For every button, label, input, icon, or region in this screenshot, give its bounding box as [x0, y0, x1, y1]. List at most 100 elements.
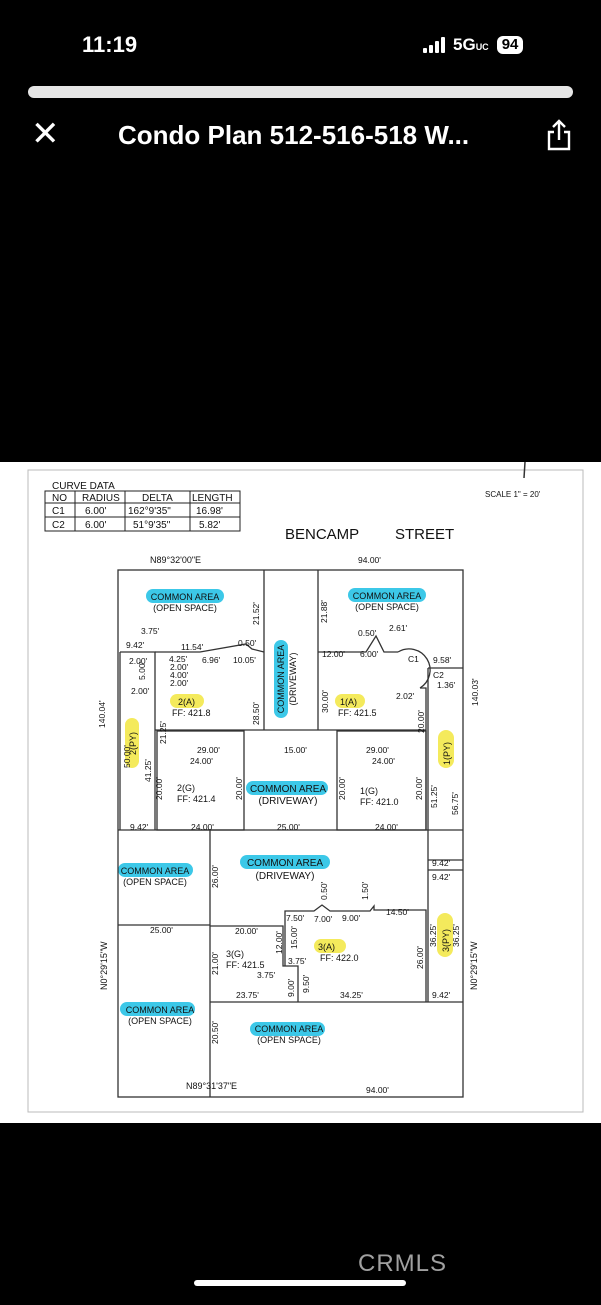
plan-label: FF: 421.5: [338, 708, 377, 718]
dimension-label: 20.00': [414, 777, 424, 800]
dimension-label: 15.00': [284, 745, 307, 755]
dimension-label: 34.25': [340, 990, 363, 1000]
dimension-label: 29.00': [197, 745, 220, 755]
battery-icon: 94: [496, 36, 524, 54]
dimension-label: 30.00': [320, 690, 330, 713]
dimension-label: 14.50': [386, 907, 409, 917]
plan-label: N0°29'15"W: [469, 941, 479, 990]
plan-label: (OPEN SPACE): [123, 877, 187, 887]
plan-label: 5.82': [199, 520, 220, 531]
plan-label: 1(A): [340, 697, 357, 707]
network-label: 5GUC: [453, 35, 489, 54]
plan-label: FF: 421.5: [226, 960, 265, 970]
dimension-label: 24.00': [372, 756, 395, 766]
plan-label: COMMON AREA: [255, 1024, 324, 1034]
dimension-label: 4.25': [169, 654, 188, 664]
plan-label: FF: 421.0: [360, 797, 399, 807]
plan-label: (DRIVEWAY): [288, 652, 298, 705]
plan-label: 1(G): [360, 786, 378, 796]
plan-label: 3(G): [226, 949, 244, 959]
dimension-label: 3.75': [288, 956, 307, 966]
plan-label: FF: 421.8: [172, 708, 211, 718]
dimension-label: 20.00': [154, 777, 164, 800]
home-indicator[interactable]: [194, 1280, 406, 1286]
plan-label: DELTA: [142, 493, 173, 504]
dimension-label: 25.00': [150, 925, 173, 935]
plan-label: COMMON AREA: [353, 591, 422, 601]
dimension-label: 2.00': [170, 662, 189, 672]
dimension-label: 11.54': [181, 642, 204, 652]
plan-label: 1(PY): [442, 742, 452, 765]
plan-label: COMMON AREA: [276, 645, 286, 714]
dimension-label: 26.00': [415, 946, 425, 969]
dimension-label: 36.25': [451, 924, 461, 947]
dimension-label: 9.42': [432, 858, 451, 868]
share-icon[interactable]: [545, 118, 573, 157]
dimension-label: 94.00': [366, 1085, 389, 1095]
common-area-highlights: [118, 588, 426, 1036]
dimension-label: 20.50': [210, 1021, 220, 1044]
dimension-label: 23.75': [236, 990, 259, 1000]
street-type: STREET: [395, 526, 454, 543]
dimension-label: 24.00': [191, 822, 214, 832]
plan-label: COMMON AREA: [247, 858, 323, 869]
dimension-label: 21.25': [158, 721, 168, 744]
dimension-label: 5.00': [137, 661, 147, 680]
dimension-label: 4.00': [170, 670, 189, 680]
dimension-label: C1: [408, 654, 419, 664]
dimension-label: 1.50': [360, 881, 370, 900]
dimension-label: 0.50': [238, 638, 257, 648]
plan-label: LENGTH: [192, 493, 233, 504]
status-time: 11:19: [82, 32, 138, 57]
dimension-label: 9.00': [342, 913, 361, 923]
dimension-label: 56.75': [450, 792, 460, 815]
signal-icon: [423, 37, 445, 53]
plan-label: (DRIVEWAY): [259, 796, 318, 807]
dimension-label: 0.50': [319, 881, 329, 900]
dimension-label: 140.03': [470, 678, 480, 706]
dimension-label: 9.42': [130, 822, 149, 832]
plan-label: 6.00': [85, 520, 106, 531]
plan-label: COMMON AREA: [121, 866, 190, 876]
plan-label: COMMON AREA: [126, 1005, 195, 1015]
dimension-label: 20.00': [235, 926, 258, 936]
plan-label: N89°31'37"E: [186, 1081, 237, 1091]
dimension-label: 50.00': [122, 745, 132, 768]
dimension-label: 28.50': [251, 702, 261, 725]
dimension-label: 20.00': [416, 710, 426, 733]
dimension-label: 36.25': [428, 924, 438, 947]
dimension-label: 7.50': [286, 913, 305, 923]
dimension-label: 51.25': [429, 785, 439, 808]
plan-label: 6.00': [85, 506, 106, 517]
plan-label: 2(PY): [128, 732, 138, 755]
plan-label: 3(PY): [441, 929, 451, 952]
dimension-label: 15.00': [289, 926, 299, 949]
dimension-label: 2.00': [131, 686, 150, 696]
plan-label: COMMON AREA: [250, 784, 326, 795]
dimension-label: 0.50': [358, 628, 377, 638]
dimension-label: 9.58': [433, 655, 452, 665]
dimension-label: 3.75': [141, 626, 160, 636]
dimension-label: 2.02': [396, 691, 415, 701]
dimension-label: 12.00': [274, 931, 284, 954]
dimension-label: 140.04': [97, 700, 107, 728]
dimension-label: 29.00': [366, 745, 389, 755]
plan-label: C2: [52, 520, 65, 531]
dimension-label: 1.36': [437, 680, 456, 690]
crmls-watermark: CRMLS: [358, 1250, 448, 1277]
dimension-label: 2.61': [389, 623, 408, 633]
plan-label: (OPEN SPACE): [355, 602, 419, 612]
dimension-label: 9.00': [286, 978, 296, 997]
plan-label: (OPEN SPACE): [128, 1016, 192, 1026]
plan-lines: [117, 569, 464, 1098]
dimension-label: 20.00': [337, 777, 347, 800]
close-icon[interactable]: ✕: [31, 115, 60, 153]
plan-label: NO: [52, 493, 67, 504]
plan-label: 16.98': [196, 506, 223, 517]
dimension-label: 12.00': [322, 649, 345, 659]
plan-label: 2(A): [178, 697, 195, 707]
plan-label: C1: [52, 506, 65, 517]
dimension-label: 9.50': [301, 974, 311, 993]
